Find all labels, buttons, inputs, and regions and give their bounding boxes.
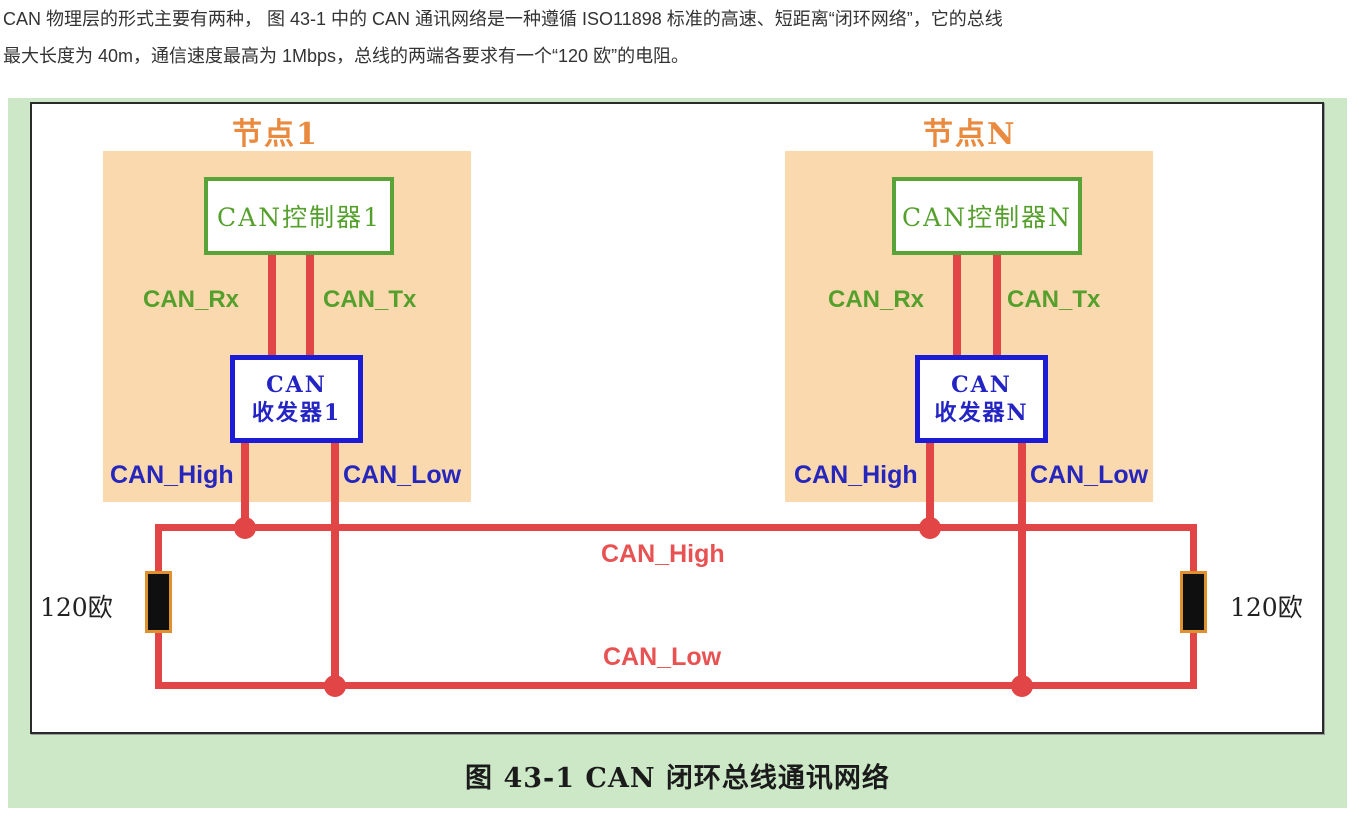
can-low-bus-line: [155, 682, 1197, 689]
right-terminator-resistor: [1180, 571, 1207, 633]
nodeN-can-transceiver-line1: CAN: [951, 372, 1012, 398]
nodeN-can-rx-label: CAN_Rx: [828, 286, 925, 313]
nodeN-high-drop-wire: [926, 443, 934, 531]
can-high-bus-line: [155, 524, 1197, 531]
nodeN-can-tx-label: CAN_Tx: [1007, 286, 1101, 313]
paragraph-line-1: CAN 物理层的形式主要有两种， 图 43-1 中的 CAN 通讯网络是一种遵循…: [3, 9, 1003, 29]
node1-high-drop-wire: [241, 443, 249, 531]
node1-can-rx-label: CAN_Rx: [143, 286, 240, 313]
junction-dot-nodeN-low: [1011, 675, 1033, 697]
nodeN-tx-wire: [993, 255, 1001, 357]
nodeN-can-controller-label: CAN控制器N: [902, 203, 1072, 232]
nodeN-can-controller-box: CAN控制器N: [892, 177, 1082, 255]
junction-dot-nodeN-high: [919, 517, 941, 539]
bus-can-high-label: CAN_High: [601, 540, 725, 568]
nodeN-can-transceiver-line2: 收发器N: [934, 400, 1029, 426]
node1-tx-wire: [306, 255, 314, 357]
nodeN-can-transceiver-box: CAN 收发器N: [915, 355, 1048, 443]
node1-rx-wire: [268, 255, 276, 357]
node1-can-tx-label: CAN_Tx: [323, 286, 417, 313]
junction-dot-node1-low: [324, 675, 346, 697]
nodeN-title: 节点N: [923, 117, 1017, 152]
node1-can-transceiver-line1: CAN: [266, 372, 327, 398]
node1-can-controller-box: CAN控制器1: [204, 177, 394, 255]
left-resistor-value-label: 120欧: [40, 593, 113, 622]
node1-can-transceiver-box: CAN 收发器1: [230, 355, 363, 443]
junction-dot-node1-high: [234, 517, 256, 539]
node1-can-controller-label: CAN控制器1: [217, 203, 381, 232]
node1-can-transceiver-line2: 收发器1: [251, 400, 342, 426]
nodeN-can-low-label: CAN_Low: [1030, 461, 1149, 489]
node1-can-high-label: CAN_High: [110, 461, 234, 489]
bus-can-low-label: CAN_Low: [603, 643, 722, 671]
node1-low-drop-wire: [331, 443, 339, 689]
nodeN-can-high-label: CAN_High: [794, 461, 918, 489]
figure-caption: 图 43-1 CAN 闭环总线通讯网络: [465, 763, 890, 794]
node1-can-low-label: CAN_Low: [343, 461, 462, 489]
node1-title: 节点1: [232, 117, 319, 152]
nodeN-low-drop-wire: [1018, 443, 1026, 689]
right-resistor-value-label: 120欧: [1230, 593, 1303, 622]
nodeN-rx-wire: [953, 255, 961, 357]
paragraph-line-2: 最大长度为 40m，通信速度最高为 1Mbps，总线的两端各要求有一个“120 …: [3, 46, 690, 66]
left-terminator-resistor: [145, 571, 172, 633]
